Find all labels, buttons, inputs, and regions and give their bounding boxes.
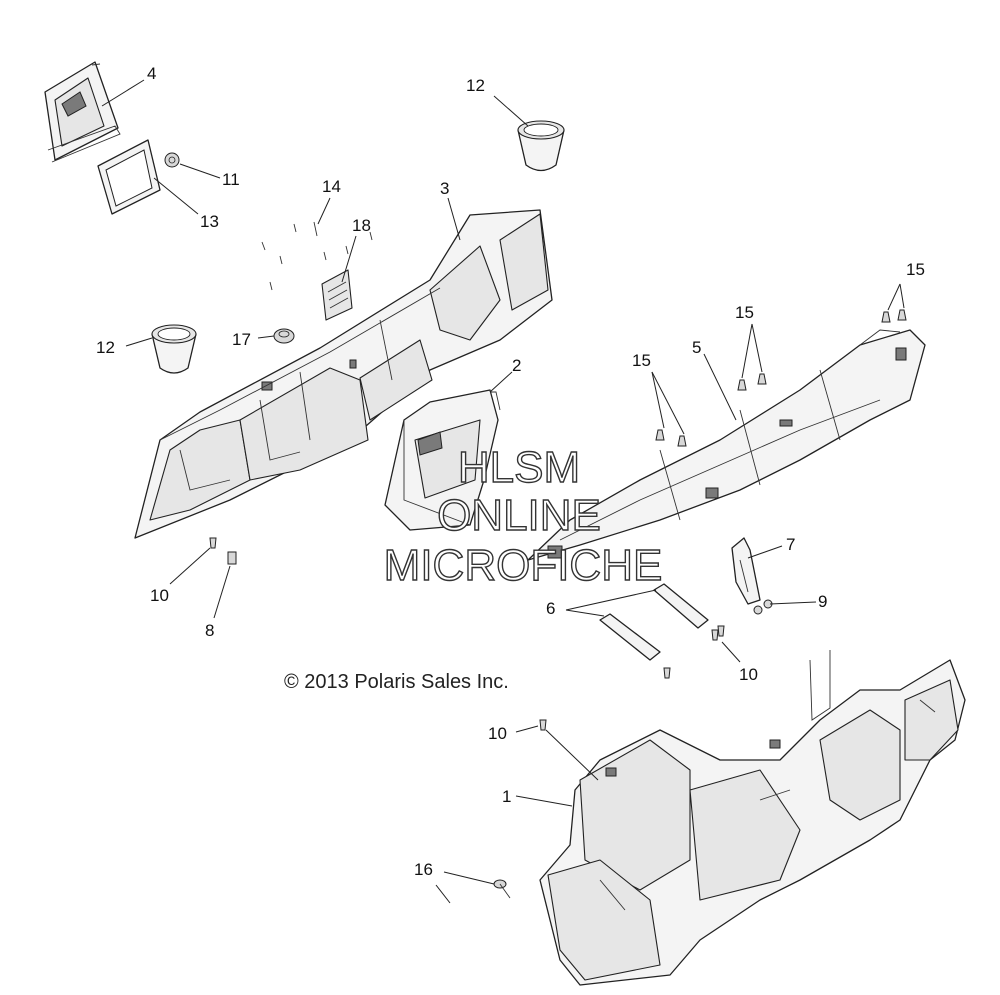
part-11-nut: [164, 152, 180, 168]
part-17-grommet: [273, 328, 295, 344]
callout-12-left: 12: [96, 338, 115, 357]
callout-10-left: 10: [150, 586, 169, 605]
part-12-cupholder-top: [517, 120, 565, 172]
part-2-glovebox: [384, 389, 501, 531]
part-18-vent: [321, 269, 353, 321]
watermark: HLSM ONLINE MICROFICHE: [383, 442, 663, 590]
part-4-lid: [44, 61, 121, 163]
part-3-dash-panel: [134, 209, 553, 539]
callout-16: 16: [414, 860, 433, 879]
callout-8: 8: [205, 621, 214, 640]
small-screws: [261, 221, 373, 291]
callout-6: 6: [546, 599, 555, 618]
part-6-brackets: [599, 583, 709, 661]
part-7-bracket: [731, 537, 761, 605]
copyright-text: © 2013 Polaris Sales Inc.: [284, 671, 509, 693]
callout-1: 1: [502, 787, 511, 806]
callout-14: 14: [322, 177, 341, 196]
callout-15-right: 15: [906, 260, 925, 279]
part-12-cupholder-left: [151, 324, 197, 374]
callout-7: 7: [786, 535, 795, 554]
callout-10-bottom: 10: [488, 724, 507, 743]
part-8-clip: [227, 551, 237, 565]
callout-15-mid: 15: [735, 303, 754, 322]
callout-9: 9: [818, 592, 827, 611]
callout-3: 3: [440, 179, 449, 198]
callout-labels: 4 12 11 13 14 3 18 12 17 2 15 15 15 5 7 …: [96, 64, 925, 879]
callout-11: 11: [222, 170, 240, 189]
callout-5: 5: [692, 338, 701, 357]
callout-18: 18: [352, 216, 371, 235]
callout-2: 2: [512, 356, 521, 375]
leader-lines: [101, 79, 905, 904]
part-5-dash-top: [527, 329, 926, 561]
part-10-fasteners: [209, 537, 725, 731]
part-15-clips: [655, 309, 907, 447]
watermark-line-3: MICROFICHE: [384, 541, 663, 590]
part-16-bolt: [493, 879, 511, 899]
callout-12-top: 12: [466, 76, 485, 95]
callout-13: 13: [200, 212, 219, 231]
callout-4: 4: [147, 64, 156, 83]
part-9-screws: [753, 599, 773, 615]
part-1-dash-frame: [539, 650, 966, 986]
callout-10-mid: 10: [739, 665, 758, 684]
callout-15-left: 15: [632, 351, 651, 370]
watermark-line-1: HLSM: [458, 443, 580, 492]
callout-17: 17: [232, 330, 251, 349]
watermark-line-2: ONLINE: [437, 491, 601, 540]
part-13-seal: [97, 139, 161, 215]
